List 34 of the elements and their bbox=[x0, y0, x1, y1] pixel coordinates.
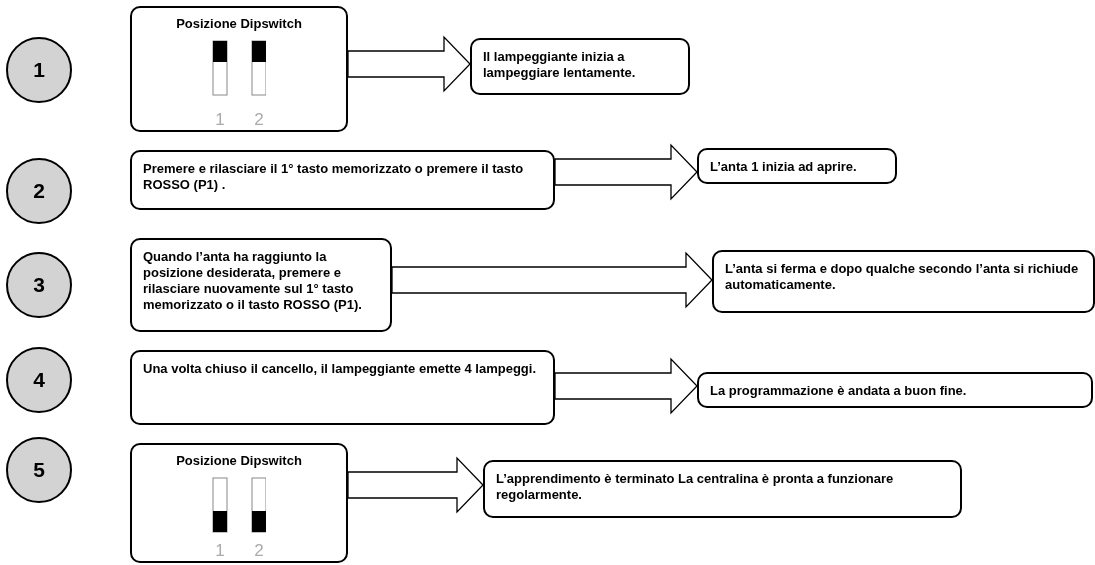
step-number: 1 bbox=[33, 58, 45, 82]
box-text: Il lampeggiante inizia a lampeggiare lentamente. bbox=[483, 49, 637, 81]
switch-number: 2 bbox=[253, 112, 265, 128]
box-text: L’anta 1 inizia ad aprire. bbox=[710, 159, 858, 175]
switch-number: 1 bbox=[214, 112, 226, 128]
result-box bbox=[483, 460, 962, 518]
result-box bbox=[470, 38, 690, 95]
step-number: 2 bbox=[33, 179, 45, 203]
step-number: 3 bbox=[33, 273, 45, 297]
result-box bbox=[712, 250, 1095, 313]
box-text: La programmazione è andata a buon fine. bbox=[710, 383, 968, 399]
block-arrow bbox=[347, 35, 471, 93]
step-number: 4 bbox=[33, 368, 45, 392]
switch-number: 2 bbox=[253, 543, 265, 559]
panel-title: Posizione Dipswitch bbox=[176, 16, 302, 31]
result-box bbox=[697, 148, 897, 184]
switch-number: 1 bbox=[214, 543, 226, 559]
box-text: Una volta chiuso il cancello, il lampeggiante emette 4 lampeggi. bbox=[143, 361, 537, 377]
panel-title: Posizione Dipswitch bbox=[176, 453, 302, 468]
dipswitch-panel bbox=[130, 6, 348, 132]
box-text: L’apprendimento è terminato La centralina è pronta a funzionare regolarmente. bbox=[496, 471, 895, 503]
result-box bbox=[697, 372, 1093, 408]
box-text: L’anta si ferma e dopo qualche secondo l’anta si richiude automaticamente. bbox=[725, 261, 1080, 293]
dipswitch-panel bbox=[130, 443, 348, 563]
block-arrow bbox=[554, 143, 698, 201]
block-arrow bbox=[391, 251, 713, 309]
instruction-box bbox=[130, 150, 555, 210]
instruction-box bbox=[130, 238, 392, 332]
block-arrow bbox=[347, 456, 484, 514]
step-number: 5 bbox=[33, 458, 45, 482]
block-arrow bbox=[554, 357, 698, 415]
box-text: Premere e rilasciare il 1° tasto memorizzato o premere il tasto ROSSO (P1) . bbox=[143, 161, 525, 193]
box-text: Quando l’anta ha raggiunto la posizione desiderata, premere e rilasciare nuovamente sul 1° tasto memorizzato o il tasto ROSSO (P1). bbox=[143, 249, 363, 313]
instruction-box bbox=[130, 350, 555, 425]
